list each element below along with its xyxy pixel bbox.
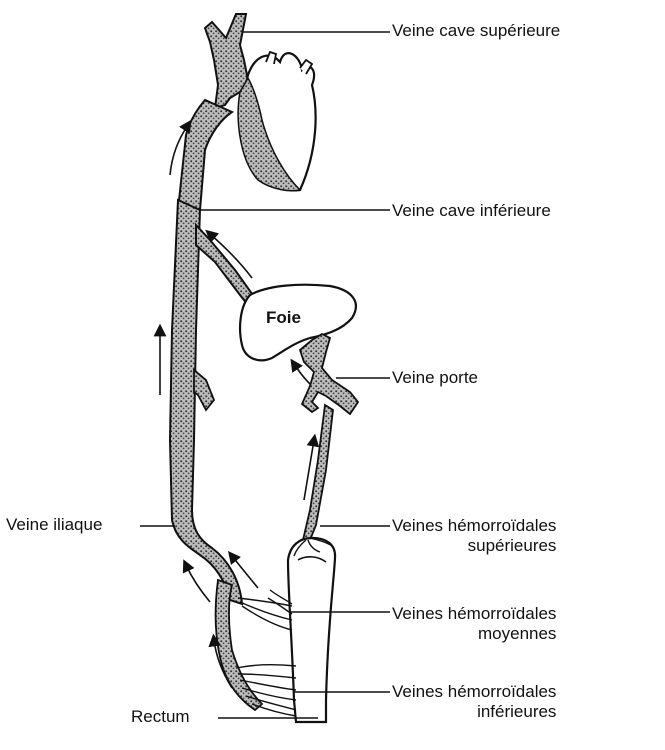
label-veines-hemorroidales-moyennes: Veines hémorroïdales moyennes [392,604,556,644]
liver-label: Foie [266,308,301,327]
superior-vena-cava [203,13,250,110]
arrow-rectum-lower [208,633,233,689]
vena-cava-junction [176,98,235,211]
label-veine-cave-inferieure: Veine cave inférieure [392,201,551,220]
label-line-1: Veines hémorroïdales [392,604,557,623]
heart-vessel-left [265,50,278,65]
lateral-branch [193,368,216,412]
label-line-1: Veines hémorroïdales [392,682,557,701]
arrow-ivc-top [169,119,192,176]
label-veine-porte: Veine porte [392,368,479,387]
leader-lines [140,31,390,719]
heart-vessel-right [299,58,314,75]
label-veines-hemorroidales-inferieures: Veines hémorroïdales inférieures [392,682,556,722]
heart-shaded-region [237,76,302,192]
label-line-2: inférieures [477,702,557,721]
inferior-vena-cava [168,198,244,606]
label-rectum: Rectum [131,707,190,726]
label-veine-cave-superieure: Veine cave supérieure [392,21,561,40]
rectum-fold [297,556,327,563]
superior-hemorrhoidal-fan [293,537,333,557]
inferior-hemorrhoidal-veins [235,663,297,717]
rectum [286,536,337,724]
flow-arrows [153,119,320,689]
middle-hemorrhoidal-veins [237,589,293,631]
label-veines-hemorroidales-superieures: Veines hémorroïdales supérieures [392,516,556,556]
label-line-2: supérieures [467,536,557,555]
arrow-hepatic [205,229,253,279]
arrow-iliac-inner [228,551,259,589]
label-veine-iliaque: Veine iliaque [6,515,103,534]
portal-vein [298,332,360,416]
label-line-1: Veines hémorroïdales [392,516,557,535]
label-line-2: moyennes [478,624,557,643]
arrow-portal [290,358,311,385]
superior-hemorrhoidal-vein [301,403,334,541]
liver [239,283,357,362]
arrow-iliac-lower [182,559,211,603]
arrow-superior-hemorrhoidal [303,433,320,501]
